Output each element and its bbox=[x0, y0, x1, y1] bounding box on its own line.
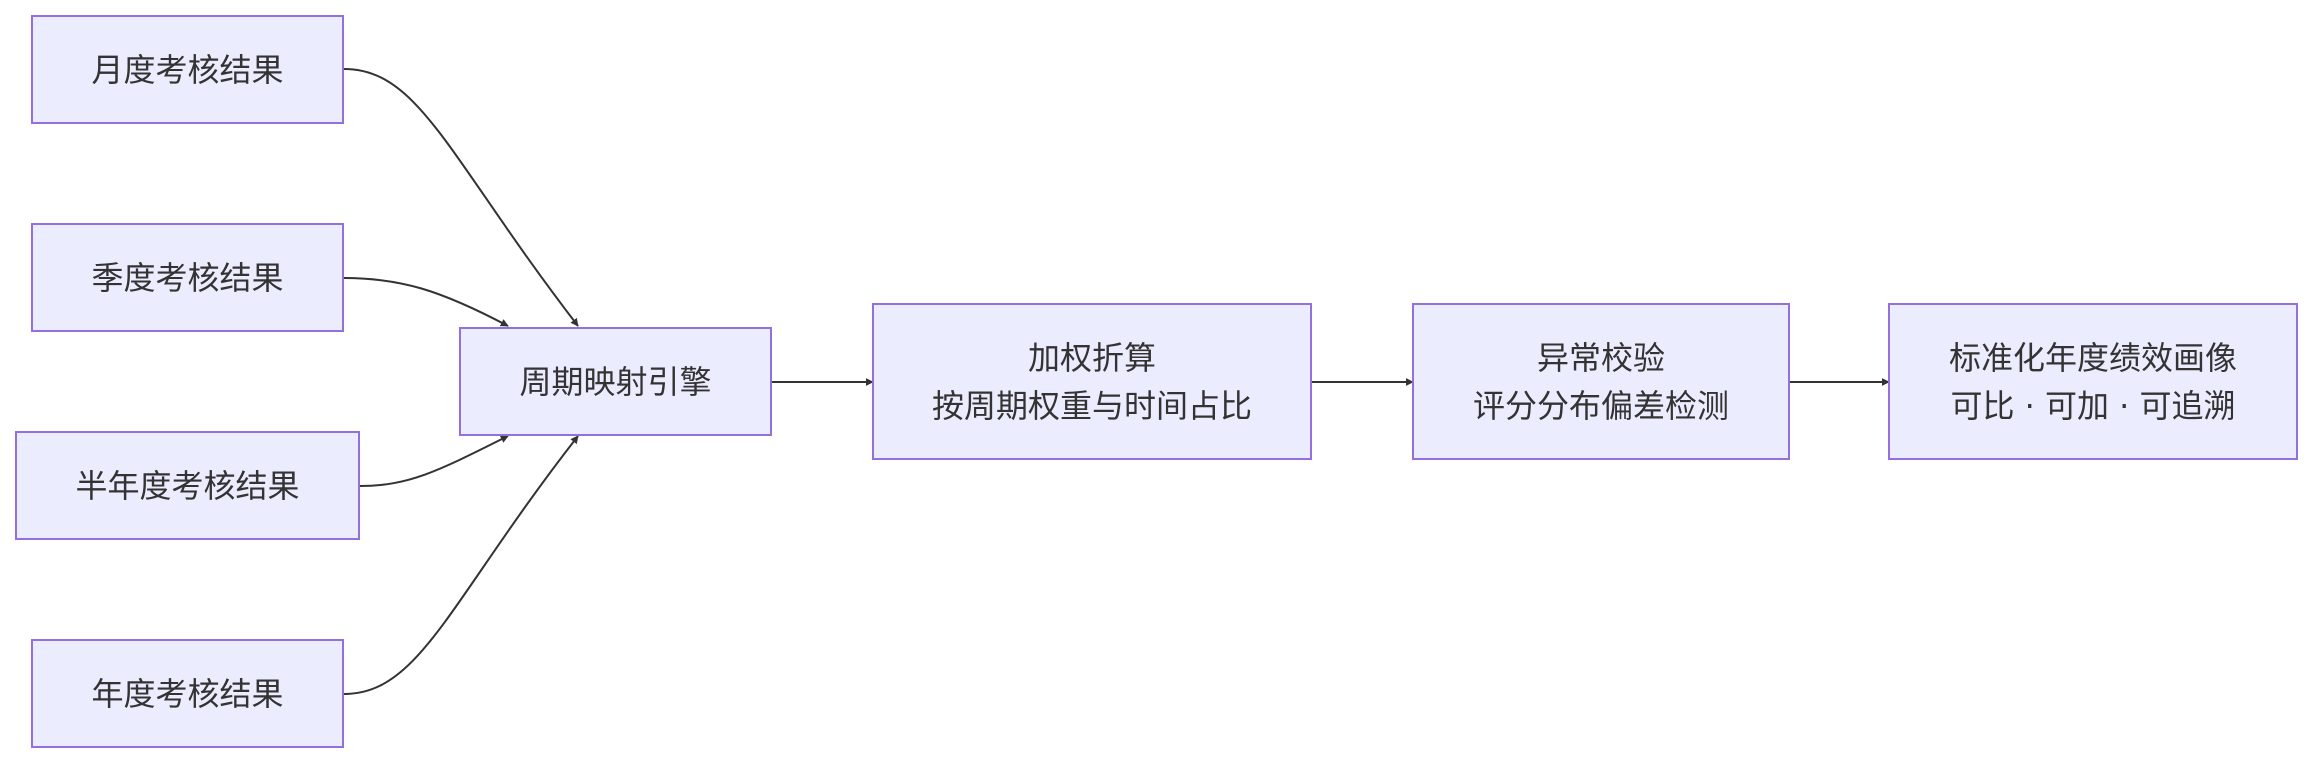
node-standardized-annual-profile: 标准化年度绩效画像 可比 · 可加 · 可追溯 bbox=[1888, 303, 2298, 460]
edge-semiannual-to-engine bbox=[359, 435, 509, 487]
node-label: 半年度考核结果 bbox=[75, 466, 300, 505]
edge-annual-to-engine bbox=[343, 435, 579, 695]
node-label: 年度考核结果 bbox=[91, 674, 284, 713]
node-subtitle: 可比 · 可加 · 可追溯 bbox=[1950, 386, 2236, 425]
node-annual-results: 年度考核结果 bbox=[31, 639, 344, 748]
node-quarterly-results: 季度考核结果 bbox=[31, 223, 344, 332]
node-semiannual-results: 半年度考核结果 bbox=[15, 431, 360, 540]
node-label: 月度考核结果 bbox=[91, 50, 284, 89]
node-subtitle: 评分分布偏差检测 bbox=[1472, 386, 1729, 425]
node-anomaly-validation: 异常校验 评分分布偏差检测 bbox=[1412, 303, 1790, 460]
node-weighted-conversion: 加权折算 按周期权重与时间占比 bbox=[872, 303, 1312, 460]
node-title: 标准化年度绩效画像 bbox=[1948, 338, 2237, 377]
node-cycle-mapping-engine: 周期映射引擎 bbox=[459, 327, 772, 436]
node-label: 周期映射引擎 bbox=[519, 362, 712, 401]
edge-quarterly-to-engine bbox=[343, 277, 509, 327]
node-label: 季度考核结果 bbox=[91, 258, 284, 297]
node-subtitle: 按周期权重与时间占比 bbox=[931, 386, 1252, 425]
node-monthly-results: 月度考核结果 bbox=[31, 15, 344, 124]
node-title: 异常校验 bbox=[1536, 338, 1665, 377]
edge-monthly-to-engine bbox=[343, 68, 579, 327]
node-title: 加权折算 bbox=[1027, 338, 1156, 377]
